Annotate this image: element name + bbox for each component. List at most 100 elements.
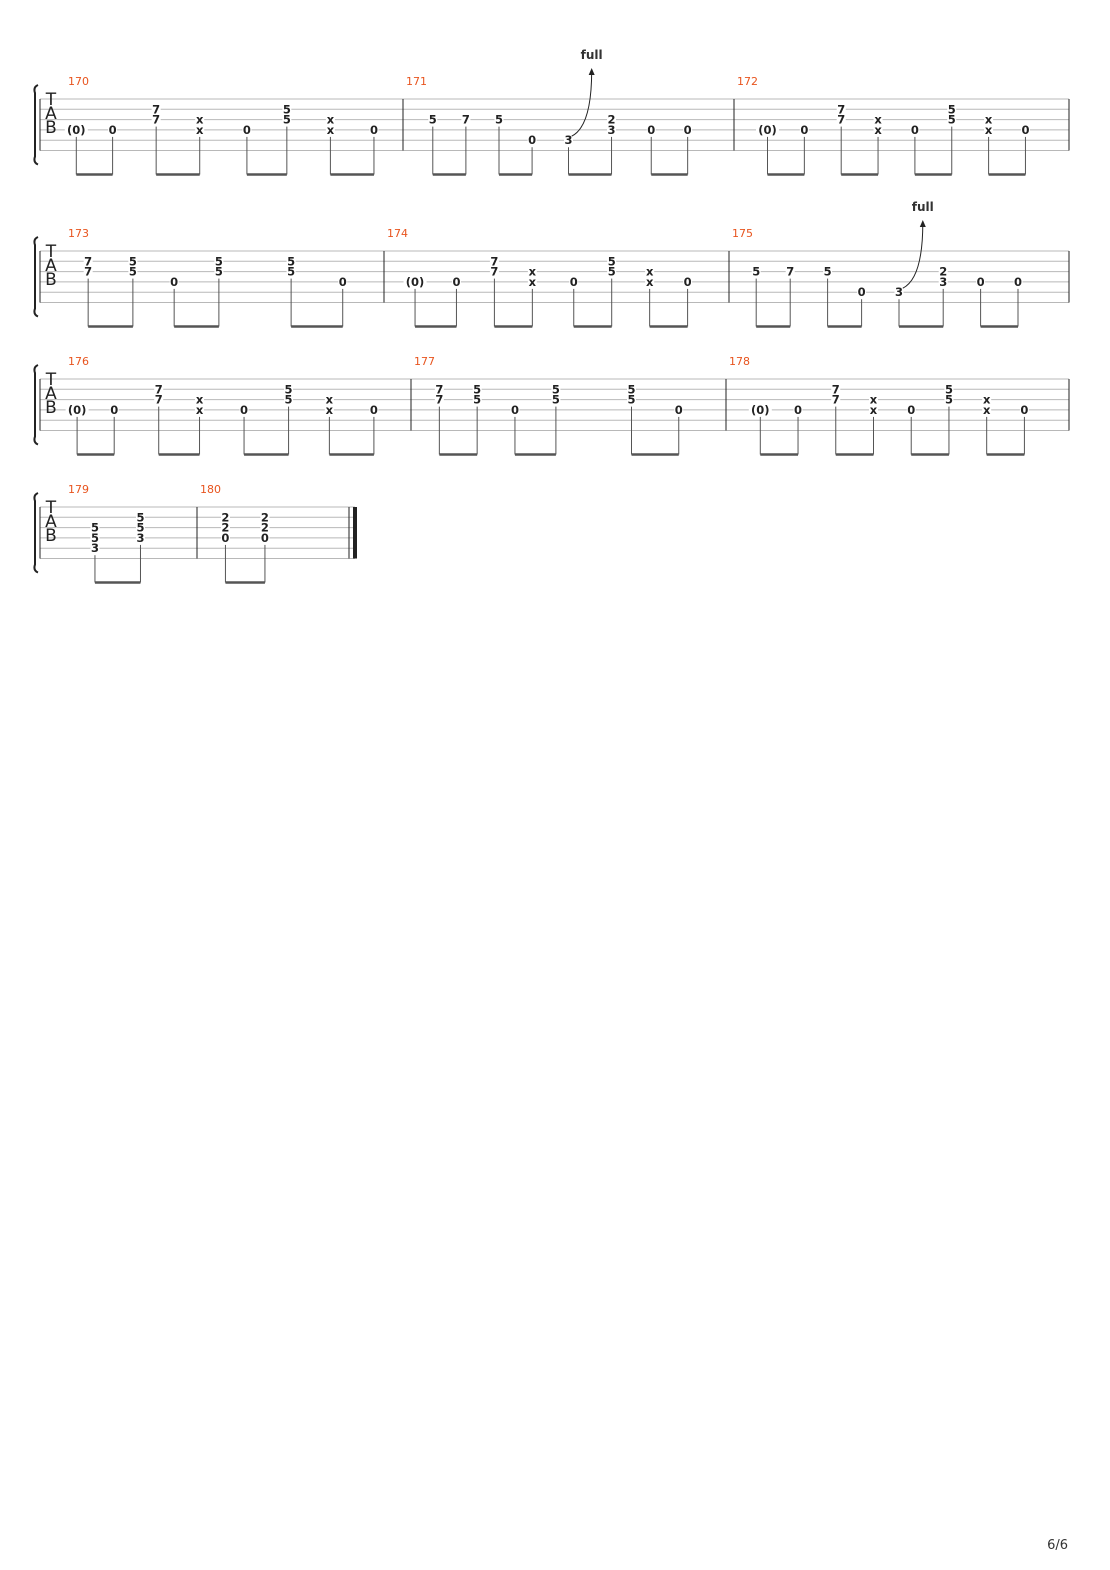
- bend-arrow: [571, 70, 593, 137]
- fret-number: 7: [832, 382, 840, 396]
- fret-background: [836, 104, 846, 115]
- bend-arrow: [902, 222, 924, 289]
- fret-background: [282, 104, 292, 115]
- fret-number: 2: [261, 510, 269, 524]
- fret-background: [195, 394, 205, 405]
- fret-background: [135, 522, 145, 533]
- fret-background: [1019, 404, 1029, 415]
- fret-background: [982, 404, 992, 415]
- fret-background: [607, 124, 617, 135]
- fret-number: 0: [907, 403, 915, 417]
- fret-number: 5: [945, 382, 953, 396]
- fret-number: 0: [370, 123, 378, 137]
- fret-number: 5: [495, 113, 503, 127]
- fret-background: [1013, 276, 1023, 287]
- fret-background: [214, 256, 224, 267]
- fret-background: [220, 512, 230, 523]
- fret-number: 0: [261, 531, 269, 545]
- fret-background: [607, 266, 617, 277]
- fret-number: 2: [221, 521, 229, 535]
- fret-number: 5: [215, 254, 223, 268]
- fret-background: [751, 266, 761, 277]
- fret-number: 0: [684, 123, 692, 137]
- fret-background: [434, 394, 444, 405]
- measure-number: 174: [387, 227, 408, 240]
- bend-label: full: [581, 48, 603, 62]
- fret-number: 7: [462, 113, 470, 127]
- fret-number: x: [646, 265, 654, 279]
- fret-background: [214, 266, 224, 277]
- fret-number: 0: [800, 123, 808, 137]
- fret-background: [489, 266, 499, 277]
- fret-number: 5: [752, 265, 760, 279]
- tab-clef-letter: T: [45, 370, 57, 390]
- fret-background: [527, 276, 537, 287]
- tab-clef-letter: T: [45, 498, 57, 518]
- fret-background: [325, 124, 335, 135]
- fret-number: x: [870, 393, 878, 407]
- fret-background: [128, 256, 138, 267]
- fret-number: 0: [1020, 403, 1028, 417]
- fret-number: 7: [435, 382, 443, 396]
- fret-background: [195, 114, 205, 125]
- fret-number: 0: [511, 403, 519, 417]
- fret-background: [756, 124, 779, 135]
- fret-background: [64, 124, 88, 135]
- fret-background: [428, 114, 438, 125]
- fret-number: 0: [977, 275, 985, 289]
- fret-number: 5: [129, 254, 137, 268]
- fret-background: [947, 114, 957, 125]
- fret-background: [683, 276, 693, 287]
- fret-number: 2: [608, 113, 616, 127]
- fret-number: 5: [552, 382, 560, 396]
- fret-number: (0): [758, 123, 777, 137]
- tab-clef-letter: T: [45, 90, 57, 110]
- fret-number: 5: [283, 113, 291, 127]
- fret-background: [286, 256, 296, 267]
- fret-background: [831, 384, 841, 395]
- fret-number: 5: [283, 102, 291, 116]
- fret-number: x: [529, 265, 537, 279]
- fret-background: [873, 124, 883, 135]
- fret-number: x: [983, 403, 991, 417]
- fret-number: 3: [91, 541, 99, 555]
- fret-number: 7: [155, 393, 163, 407]
- fret-background: [938, 266, 948, 277]
- fret-background: [894, 287, 904, 298]
- fret-background: [239, 404, 249, 415]
- fret-number: x: [985, 123, 993, 137]
- fret-background: [645, 276, 655, 287]
- tab-clef-letter: T: [45, 242, 57, 262]
- fret-number: x: [327, 113, 335, 127]
- fret-number: x: [196, 403, 204, 417]
- fret-background: [944, 394, 954, 405]
- fret-number: (0): [68, 403, 87, 417]
- fret-background: [947, 104, 957, 115]
- fret-number: x: [870, 403, 878, 417]
- fret-background: [607, 256, 617, 267]
- fret-number: 5: [287, 265, 295, 279]
- fret-background: [338, 276, 348, 287]
- fret-number: 7: [490, 254, 498, 268]
- measure-number: 176: [68, 355, 89, 368]
- fret-background: [472, 384, 482, 395]
- measure-number: 177: [414, 355, 435, 368]
- fret-background: [646, 124, 656, 135]
- fret-number: 5: [285, 382, 293, 396]
- fret-number: 5: [945, 393, 953, 407]
- fret-background: [627, 384, 636, 395]
- fret-background: [403, 276, 427, 287]
- fret-number: 5: [285, 393, 293, 407]
- fret-number: 5: [627, 382, 635, 396]
- fret-background: [748, 404, 772, 415]
- fret-background: [793, 404, 803, 415]
- measure-number: 180: [200, 483, 221, 496]
- fret-number: x: [529, 275, 537, 289]
- fret-number: 7: [155, 382, 163, 396]
- measure-number: 175: [732, 227, 753, 240]
- fret-number: 5: [136, 510, 144, 524]
